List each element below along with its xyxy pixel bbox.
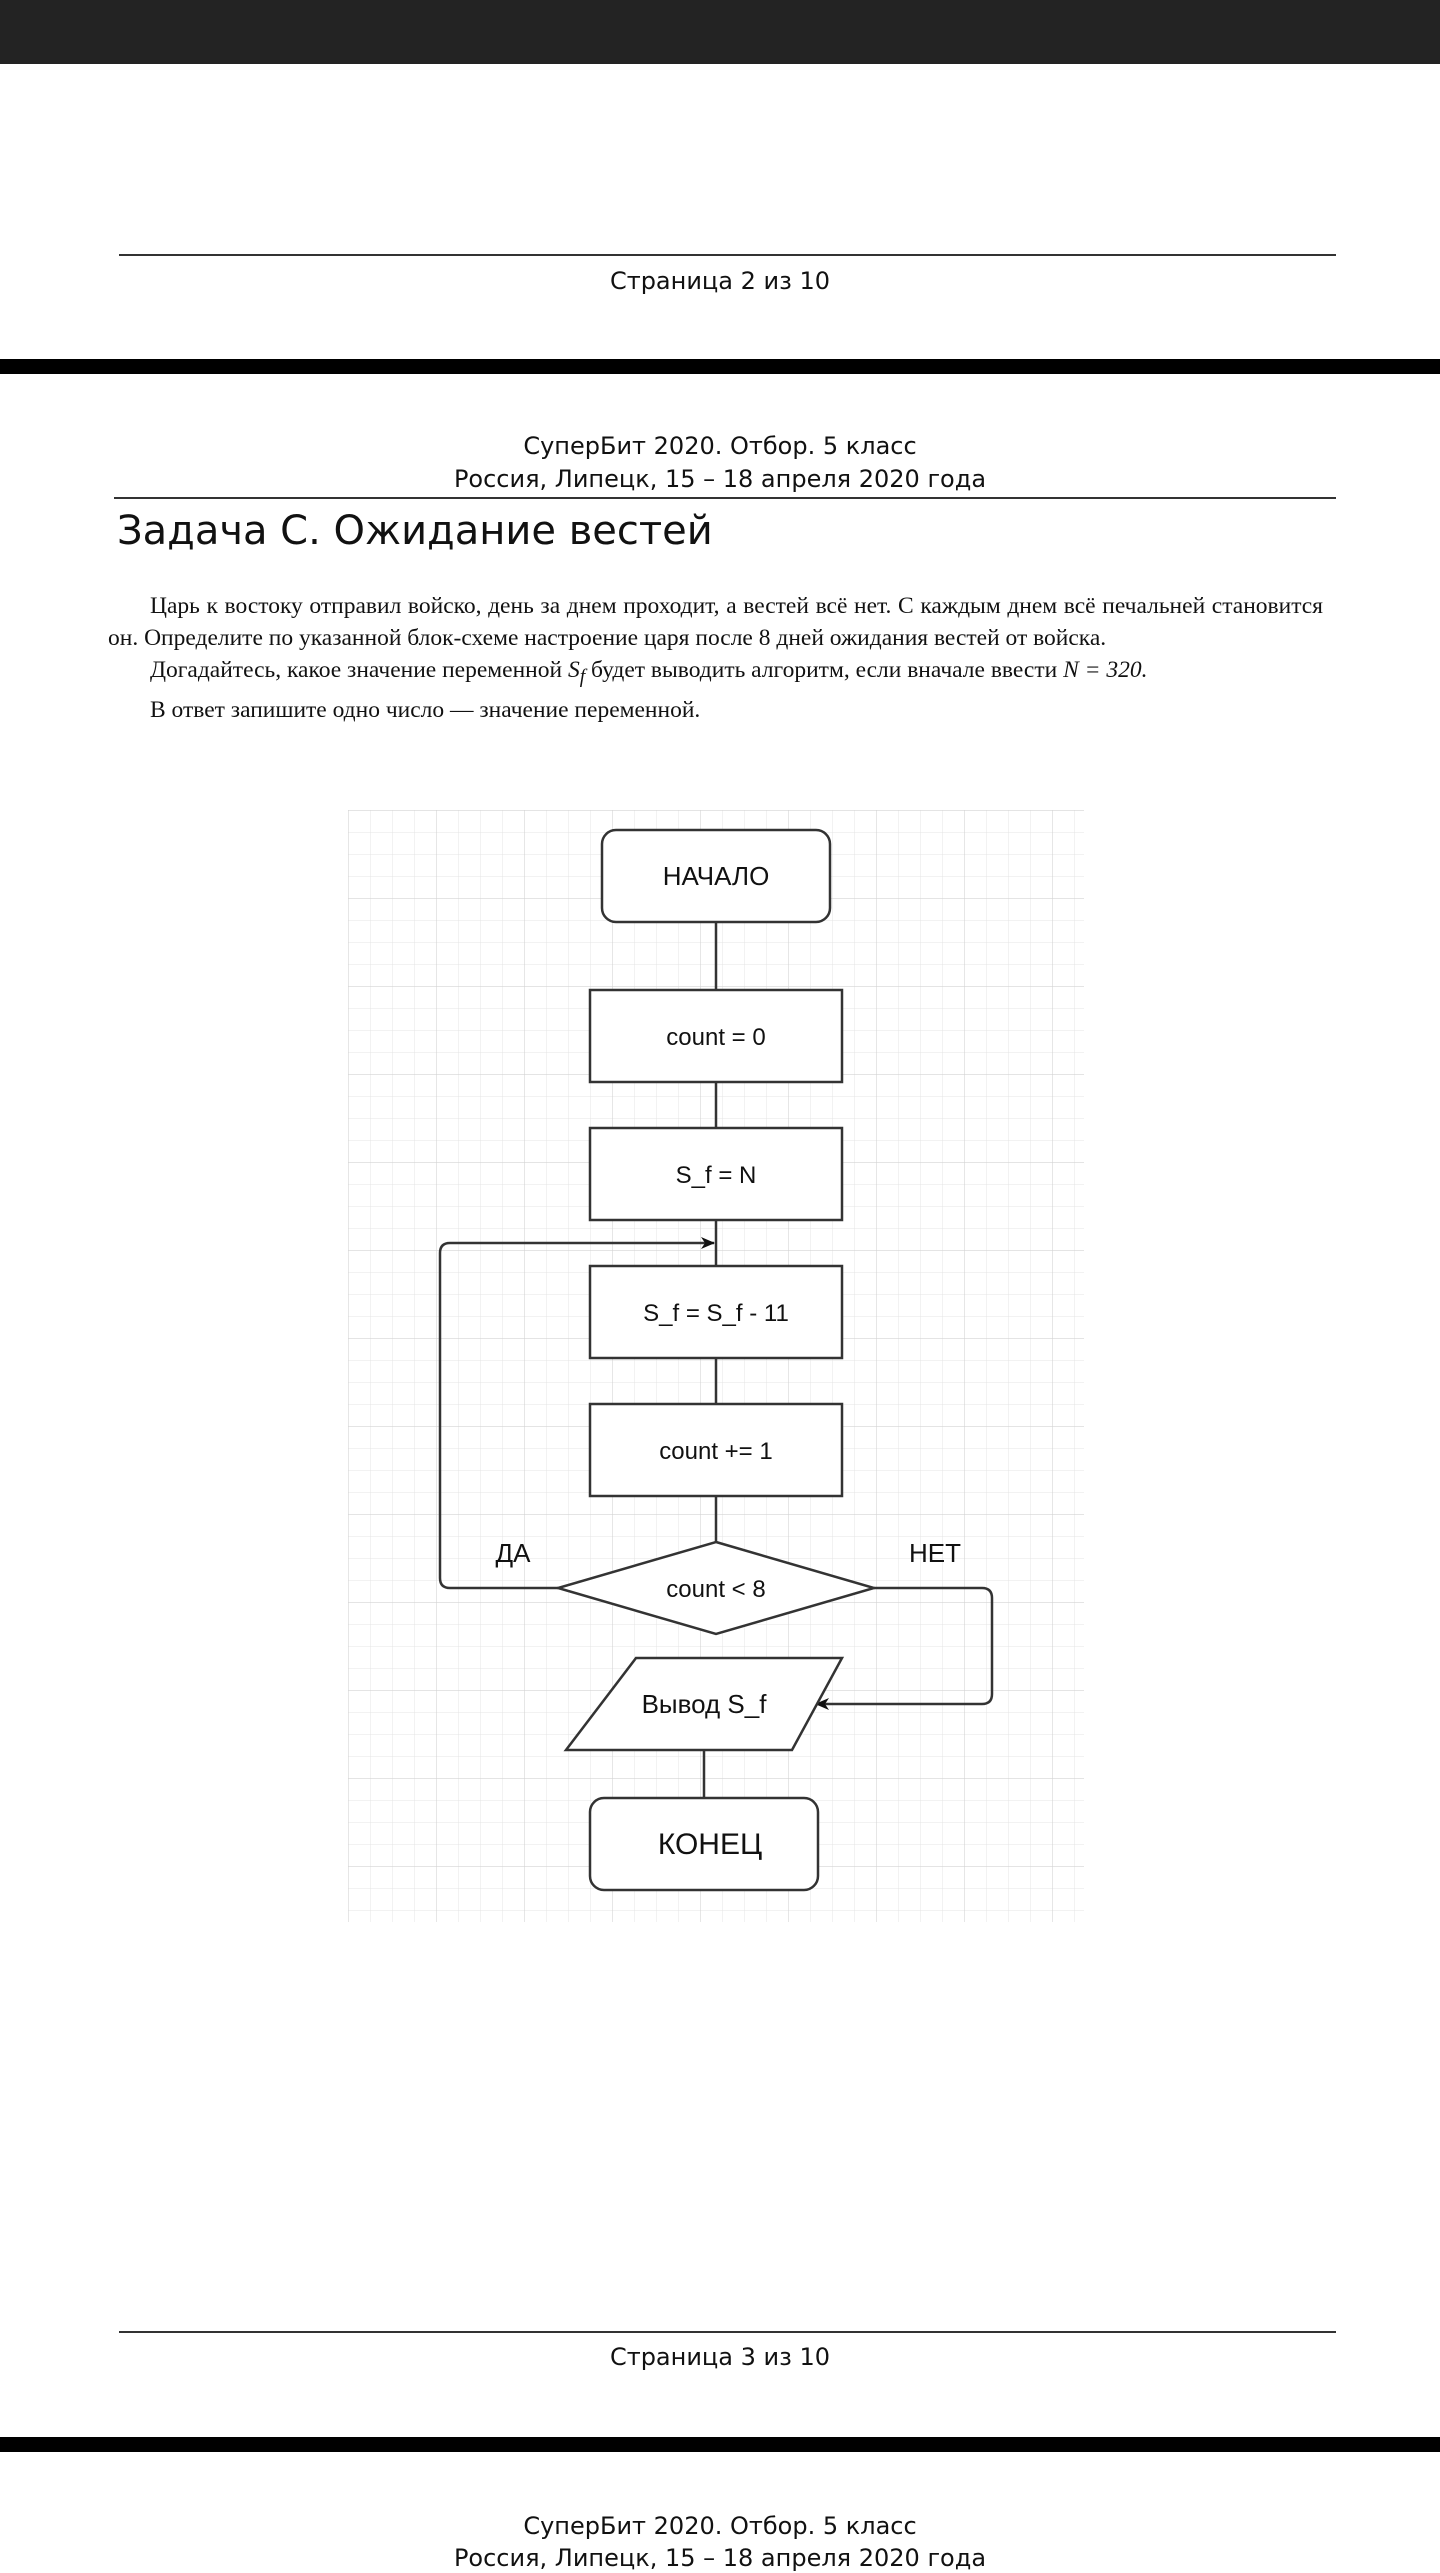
page3-header-rule xyxy=(114,497,1336,499)
page4-header-line2: Россия, Липецк, 15 – 18 апреля 2020 года xyxy=(453,2544,987,2572)
paragraph-3: В ответ запишите одно число — значение п… xyxy=(150,696,701,723)
no-label: НЕТ xyxy=(909,1538,961,1568)
page-separator-2 xyxy=(0,2437,1440,2452)
step2-label: S_f = N xyxy=(676,1162,757,1189)
paragraph-2: Догадайтесь, какое значение переменной S… xyxy=(150,657,1148,688)
process-sf-decrement xyxy=(588,1264,844,1360)
step1-label: count = 0 xyxy=(666,1024,765,1051)
output-label: Вывод S_f xyxy=(642,1689,768,1719)
page3-footer-rule xyxy=(119,2331,1336,2333)
paragraph-1: Царь к востоку отправил войско, день за … xyxy=(108,593,1323,651)
task-statement: Царь к востоку отправил войско, день за … xyxy=(108,590,1323,726)
page4-header-line1: СуперБит 2020. Отбор. 5 класс xyxy=(523,2512,917,2540)
process-count-increment xyxy=(588,1402,844,1498)
process-count-init xyxy=(588,988,844,1084)
output-parallelogram xyxy=(563,1656,845,1752)
yes-loop-arrow xyxy=(438,1237,715,1590)
condition-label: count < 8 xyxy=(666,1576,765,1603)
start-label: НАЧАЛО xyxy=(663,861,770,891)
page2-footer-rule xyxy=(119,254,1336,256)
page2-footer: Страница 2 из 10 xyxy=(609,267,831,295)
page3-header-line1: СуперБит 2020. Отбор. 5 класс xyxy=(523,432,917,460)
page3-footer: Страница 3 из 10 xyxy=(609,2343,831,2371)
process-sf-init xyxy=(588,1126,844,1222)
no-branch-arrow xyxy=(815,1586,994,1710)
flowchart: НАЧАЛО count = 0 S_f = N S_f = S_f - 11 … xyxy=(348,810,1084,1922)
viewer-top-bar xyxy=(0,0,1440,64)
decision-count-lt-8 xyxy=(553,1540,879,1636)
page-separator xyxy=(0,359,1440,374)
yes-label: ДА xyxy=(496,1538,532,1568)
page3-header-line2: Россия, Липецк, 15 – 18 апреля 2020 года xyxy=(453,465,987,493)
step4-label: count += 1 xyxy=(659,1438,772,1465)
end-terminal xyxy=(588,1796,820,1892)
start-terminal xyxy=(600,828,832,924)
step3-label: S_f = S_f - 11 xyxy=(643,1300,789,1327)
end-label: КОНЕЦ xyxy=(658,1828,762,1861)
task-title: Задача C. Ожидание вестей xyxy=(117,508,713,554)
